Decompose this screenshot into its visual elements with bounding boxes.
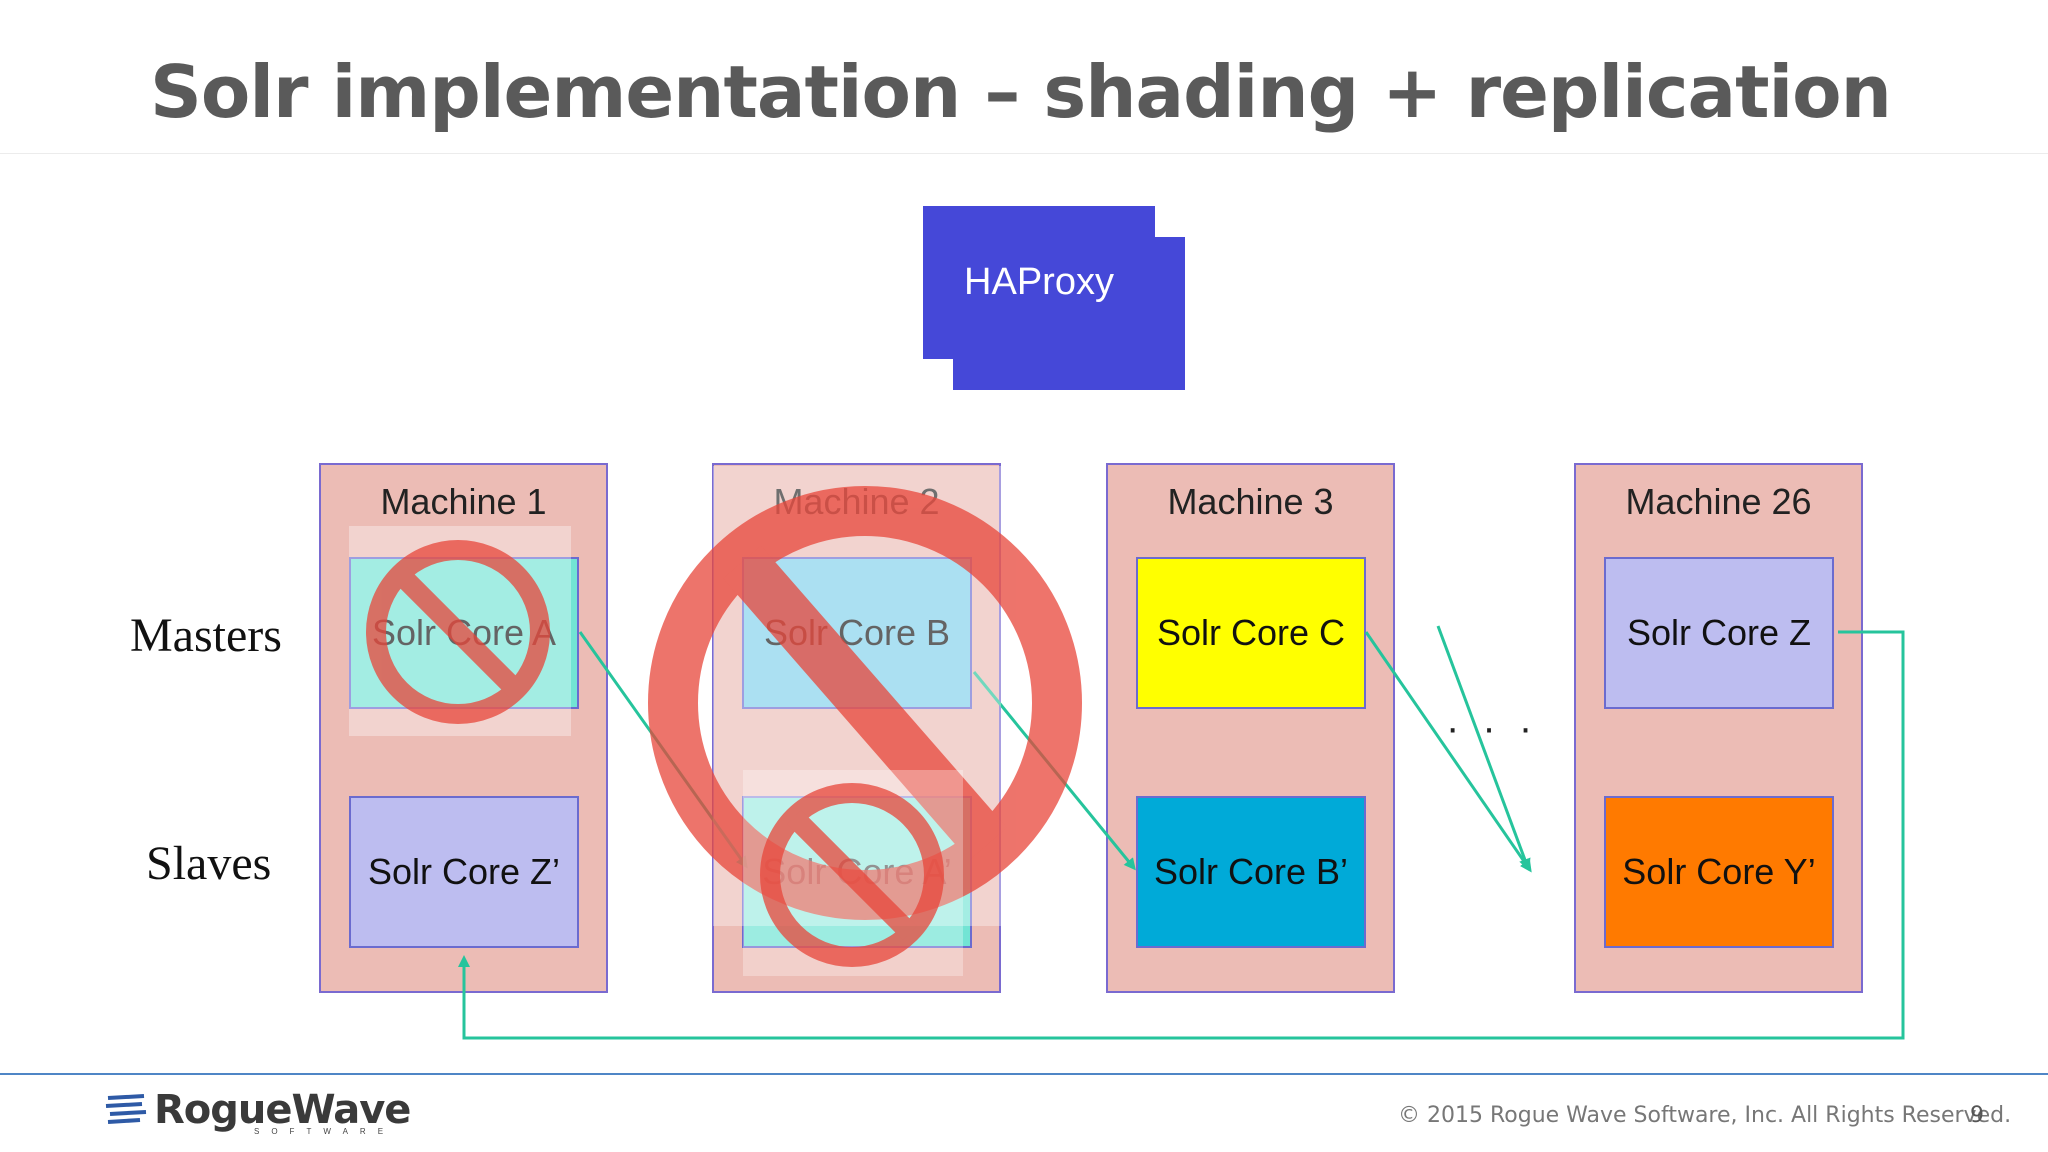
machine-26-label: Machine 26 xyxy=(1625,481,1812,522)
ellipsis: · · · xyxy=(1446,706,1539,750)
rogue-wave-logo: RogueWave SOFTWARE xyxy=(104,1085,411,1136)
prohibit-icon-small-1 xyxy=(366,540,550,724)
machine-26-slave-core: Solr Core Y’ xyxy=(1604,796,1834,948)
machine-3: Machine 3 Solr Core C Solr Core B’ xyxy=(1106,463,1395,993)
logo-wave-icon xyxy=(105,1094,147,1124)
machine-1-label: Machine 1 xyxy=(380,481,547,522)
row-label-masters: Masters xyxy=(130,609,282,662)
copyright: © 2015 Rogue Wave Software, Inc. All Rig… xyxy=(1398,1103,2012,1128)
prohibit-icon-small-2 xyxy=(760,783,944,967)
replication-arrow-d xyxy=(1436,625,1531,871)
machine-3-master-core: Solr Core C xyxy=(1136,557,1366,709)
machine-26-master-core: Solr Core Z xyxy=(1604,557,1834,709)
logo-subtext: SOFTWARE xyxy=(254,1127,396,1136)
footer-divider xyxy=(0,1073,2048,1075)
machine-1: Machine 1 Solr Core A Solr Core Z’ xyxy=(319,463,608,993)
machine-3-slave-core: Solr Core B’ xyxy=(1136,796,1366,948)
haproxy-label: HAProxy xyxy=(964,261,1114,303)
replication-arrow-c xyxy=(1364,631,1532,873)
row-label-slaves: Slaves xyxy=(146,837,272,890)
logo-text: RogueWave xyxy=(154,1087,411,1133)
haproxy-box: HAProxy xyxy=(923,206,1155,359)
title-divider xyxy=(0,153,2048,154)
machine-1-slave-core: Solr Core Z’ xyxy=(349,796,579,948)
machine-26: Machine 26 Solr Core Z Solr Core Y’ xyxy=(1574,463,1863,993)
page-number: 9 xyxy=(1970,1103,1984,1128)
page-title: Solr implementation – shading + replicat… xyxy=(150,50,1892,134)
machine-3-label: Machine 3 xyxy=(1167,481,1334,522)
replication-arrow-z xyxy=(458,630,1905,1040)
